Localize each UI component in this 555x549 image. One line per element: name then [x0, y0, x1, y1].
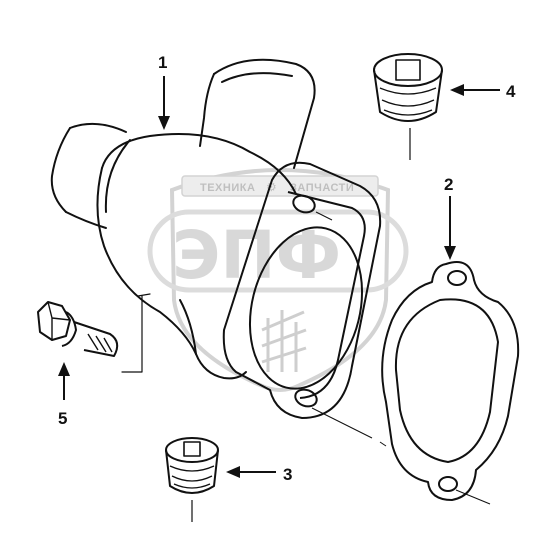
watermark: ТЕХНИКА ⚙ ЗАПЧАСТИ ЭПФ — [147, 168, 409, 392]
plug-upper — [373, 53, 443, 160]
watermark-logo-plate — [147, 209, 409, 293]
callout-2-label: 2 — [444, 175, 453, 194]
assembly-centre-lines — [311, 211, 491, 505]
gasket-top-hole — [447, 270, 467, 286]
watermark-text-left: ТЕХНИКА — [200, 182, 255, 194]
callout-1-label: 1 — [158, 53, 167, 72]
watermark-tools-icon — [261, 310, 307, 372]
housing-flange — [222, 161, 382, 419]
plug-lower — [165, 437, 219, 522]
thermostat-housing — [50, 58, 316, 380]
flange-bolt — [37, 301, 119, 357]
callout-arrows — [58, 76, 500, 478]
flange-gasket-face — [248, 226, 364, 390]
watermark-gear-icon: ⚙ — [266, 180, 277, 194]
callout-3-label: 3 — [283, 465, 292, 484]
watermark-text-right: ЗАПЧАСТИ — [290, 182, 354, 194]
callout-5-label: 5 — [58, 409, 67, 428]
flange-bottom-bolt-hole — [294, 388, 318, 408]
gasket-bottom-hole — [438, 476, 458, 492]
flange-top-bolt-hole — [292, 194, 316, 214]
watermark-banner — [181, 175, 379, 197]
thermostat-gasket — [381, 261, 520, 501]
callout-4-label: 4 — [506, 82, 516, 101]
